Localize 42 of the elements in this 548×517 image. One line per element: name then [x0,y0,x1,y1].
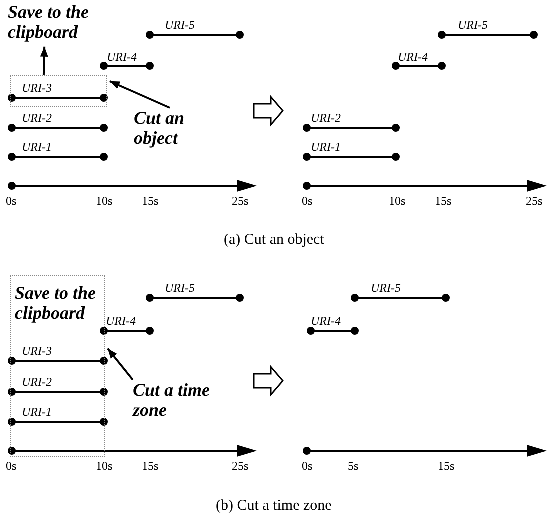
interval-label: URI-1 [22,141,52,154]
selection-box [10,275,105,457]
callout-text: Save to the clipboard [15,283,103,327]
tick-label: 0s [6,460,17,473]
interval-label: URI-5 [458,19,488,32]
leader-arrow [40,46,48,76]
tick-label: 15s [435,195,452,208]
interval-label: URI-5 [371,282,401,295]
interval-label: URI-4 [398,51,428,64]
interval-label: URI-1 [22,406,52,419]
interval-label: URI-5 [165,282,195,295]
interval-label: URI-2 [311,112,341,125]
tick-label: 25s [232,195,249,208]
caption: (b) Cut a time zone [216,498,332,515]
caption: (a) Cut an object [224,232,324,249]
callout-text: Save to the clipboard [8,2,130,46]
callout-text: Cut an object [134,108,214,156]
tick-label: 15s [438,460,455,473]
interval-label: URI-2 [22,376,52,389]
interval-label: URI-1 [311,141,341,154]
tick-label: 0s [6,195,17,208]
interval-label: URI-2 [22,112,52,125]
tick-label: 0s [302,195,313,208]
interval-label: URI-3 [22,82,52,95]
tick-label: 15s [142,195,159,208]
leader-arrow [107,348,134,381]
interval-label: URI-3 [22,345,52,358]
tick-label: 15s [142,460,159,473]
tick-label: 25s [232,460,249,473]
tick-label: 25s [526,195,543,208]
tick-label: 10s [96,460,113,473]
callout-text: Cut a time zone [133,380,233,426]
leader-arrow [110,80,170,109]
tick-label: 10s [389,195,406,208]
tick-label: 0s [302,460,313,473]
tick-label: 10s [96,195,113,208]
interval-label: URI-4 [106,315,136,328]
interval-label: URI-4 [311,315,341,328]
tick-label: 5s [348,460,359,473]
interval-label: URI-4 [107,51,137,64]
selection-box [10,75,107,107]
interval-label: URI-5 [165,19,195,32]
